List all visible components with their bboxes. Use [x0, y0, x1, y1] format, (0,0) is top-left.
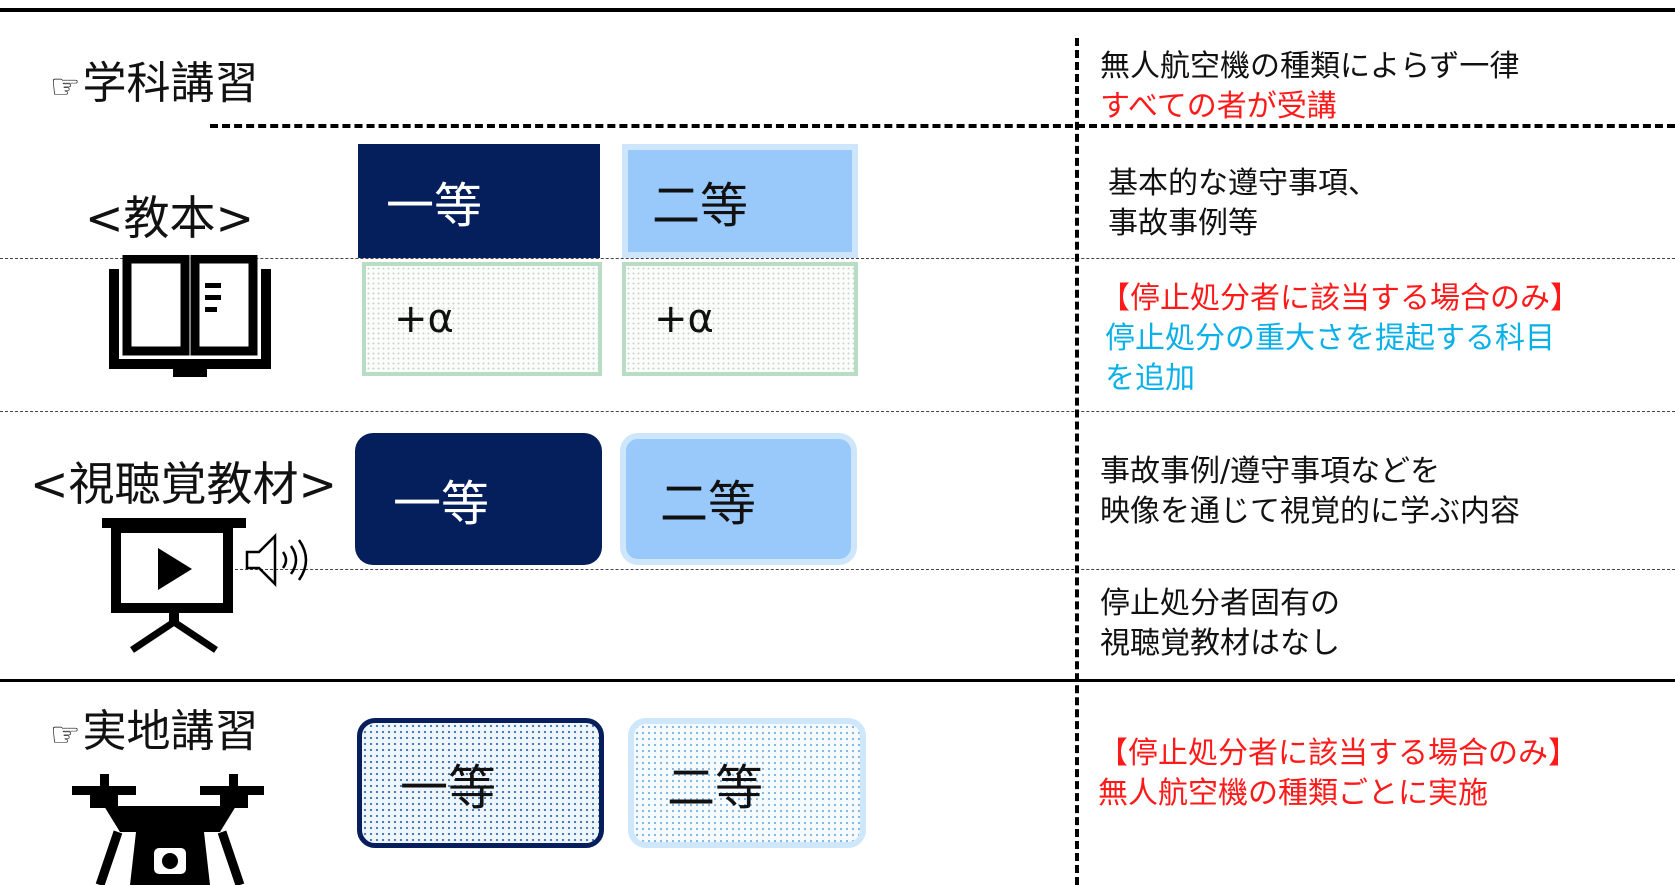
projector-screen-icon	[102, 518, 246, 653]
practical-grade2-label: 二等	[667, 760, 764, 816]
av-note2-line1: 停止処分者固有の	[1100, 586, 1340, 621]
av-note1-line1: 事故事例/遵守事項などを	[1100, 454, 1441, 489]
textbook-note2-line3: を追加	[1105, 361, 1195, 396]
drone-icon	[72, 774, 264, 885]
av-grade1-label: 一等	[393, 476, 490, 532]
practical-divider	[0, 679, 1675, 682]
textbook-note1-line2: 事故事例等	[1108, 206, 1258, 241]
av-grade2-label: 二等	[660, 476, 757, 532]
av-grade2-box: 二等	[620, 433, 857, 565]
practical-grade2-box: 二等	[628, 718, 866, 848]
av-note1-line2: 映像を通じて視覚的に学ぶ内容	[1100, 494, 1520, 529]
practical-grade1-label: 一等	[400, 760, 497, 816]
practical-grade1-box: 一等	[357, 718, 604, 848]
av-grade1-box: 一等	[355, 433, 602, 565]
textbook-note2-line1: 【停止処分者に該当する場合のみ】	[1100, 281, 1580, 316]
av-note2-line2: 視聴覚教材はなし	[1100, 626, 1340, 661]
textbook-plus2-label: +α	[654, 296, 714, 342]
textbook-grade1-box: 一等	[358, 144, 600, 258]
textbook-plus1-label: +α	[394, 296, 454, 342]
lecture-note-line1: 無人航空機の種類によらず一律	[1100, 49, 1520, 84]
textbook-note2-line2: 停止処分の重大さを提起する科目	[1105, 321, 1555, 356]
pointing-hand-icon: ☞	[50, 67, 81, 107]
lecture-divider-dashed	[210, 124, 1675, 128]
top-rule	[0, 8, 1675, 12]
practical-heading: ☞実地講習	[50, 710, 258, 754]
practical-note-line2: 無人航空機の種類ごとに実施	[1098, 776, 1488, 811]
textbook-bottom-rule	[0, 411, 1675, 412]
textbook-grade2-label: 二等	[652, 178, 749, 234]
textbook-note1-line1: 基本的な遵守事項、	[1108, 166, 1378, 201]
practical-title: 実地講習	[82, 706, 259, 757]
textbook-plus2-box: +α	[622, 262, 858, 376]
textbook-grade2-box: 二等	[622, 144, 858, 258]
practical-note-line1: 【停止処分者に該当する場合のみ】	[1098, 736, 1578, 771]
pointing-hand-icon: ☞	[50, 715, 81, 755]
lecture-note-line2: すべての者が受講	[1100, 89, 1337, 124]
vertical-divider	[1075, 38, 1079, 885]
textbook-label: <教本>	[85, 191, 255, 245]
av-mid-rule	[230, 569, 1675, 570]
textbook-grade1-label: 一等	[386, 178, 483, 234]
book-icon	[109, 255, 271, 377]
textbook-plus1-box: +α	[362, 262, 602, 376]
lecture-title: 学科講習	[82, 58, 259, 109]
textbook-mid-rule	[0, 258, 1675, 259]
lecture-heading: ☞学科講習	[50, 62, 258, 106]
speaker-icon	[245, 532, 308, 588]
av-label: <視聴覚教材>	[30, 457, 338, 511]
